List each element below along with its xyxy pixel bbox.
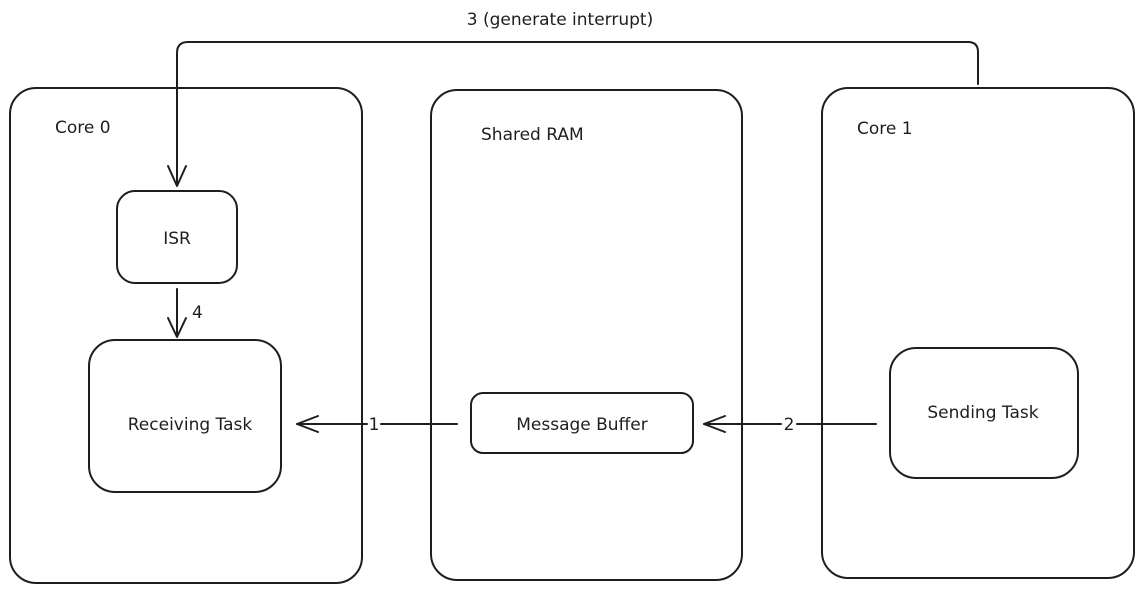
edge-1-label: 1	[369, 415, 380, 435]
edge-3-arrowhead	[167, 165, 187, 187]
sending-task-box	[889, 347, 1079, 479]
isr-box	[116, 190, 238, 284]
edge-1-arrowhead	[296, 415, 319, 433]
edge-2-arrowhead	[703, 415, 726, 433]
shared-ram-label: Shared RAM	[481, 125, 584, 145]
container-core-0: Core 0	[9, 87, 363, 584]
core-1-label: Core 1	[857, 119, 913, 139]
receiving-task-label: Receiving Task	[128, 415, 253, 435]
edge-1-buffer-to-receiving: 1	[296, 415, 458, 435]
container-core-1: Core 1	[821, 87, 1135, 579]
message-buffer-box	[470, 392, 694, 454]
edge-3-generate-interrupt: 3 (generate interrupt)	[167, 10, 979, 187]
container-shared-ram: Shared RAM	[430, 89, 743, 581]
edge-3-label: 3 (generate interrupt)	[467, 10, 653, 30]
edge-2-label: 2	[784, 415, 795, 435]
edge-4-arrowhead	[167, 317, 187, 338]
edge-3-line	[176, 41, 979, 186]
core-0-label: Core 0	[55, 118, 111, 138]
message-buffer-label: Message Buffer	[516, 415, 648, 435]
node-receiving-task: Receiving Task	[88, 339, 282, 493]
sending-task-label: Sending Task	[927, 403, 1038, 423]
edge-4-label: 4	[192, 303, 203, 323]
node-message-buffer: Message Buffer	[470, 392, 694, 454]
node-isr: ISR	[116, 190, 238, 284]
shared-ram-box	[430, 89, 743, 581]
node-sending-task: Sending Task	[889, 347, 1079, 479]
edge-2-sending-to-buffer: 2	[703, 415, 877, 435]
receiving-task-box	[88, 339, 282, 493]
isr-label: ISR	[163, 229, 191, 249]
core-0-box	[9, 87, 363, 584]
edge-4-isr-to-receiving: 4	[167, 288, 203, 338]
core-1-box	[821, 87, 1135, 579]
